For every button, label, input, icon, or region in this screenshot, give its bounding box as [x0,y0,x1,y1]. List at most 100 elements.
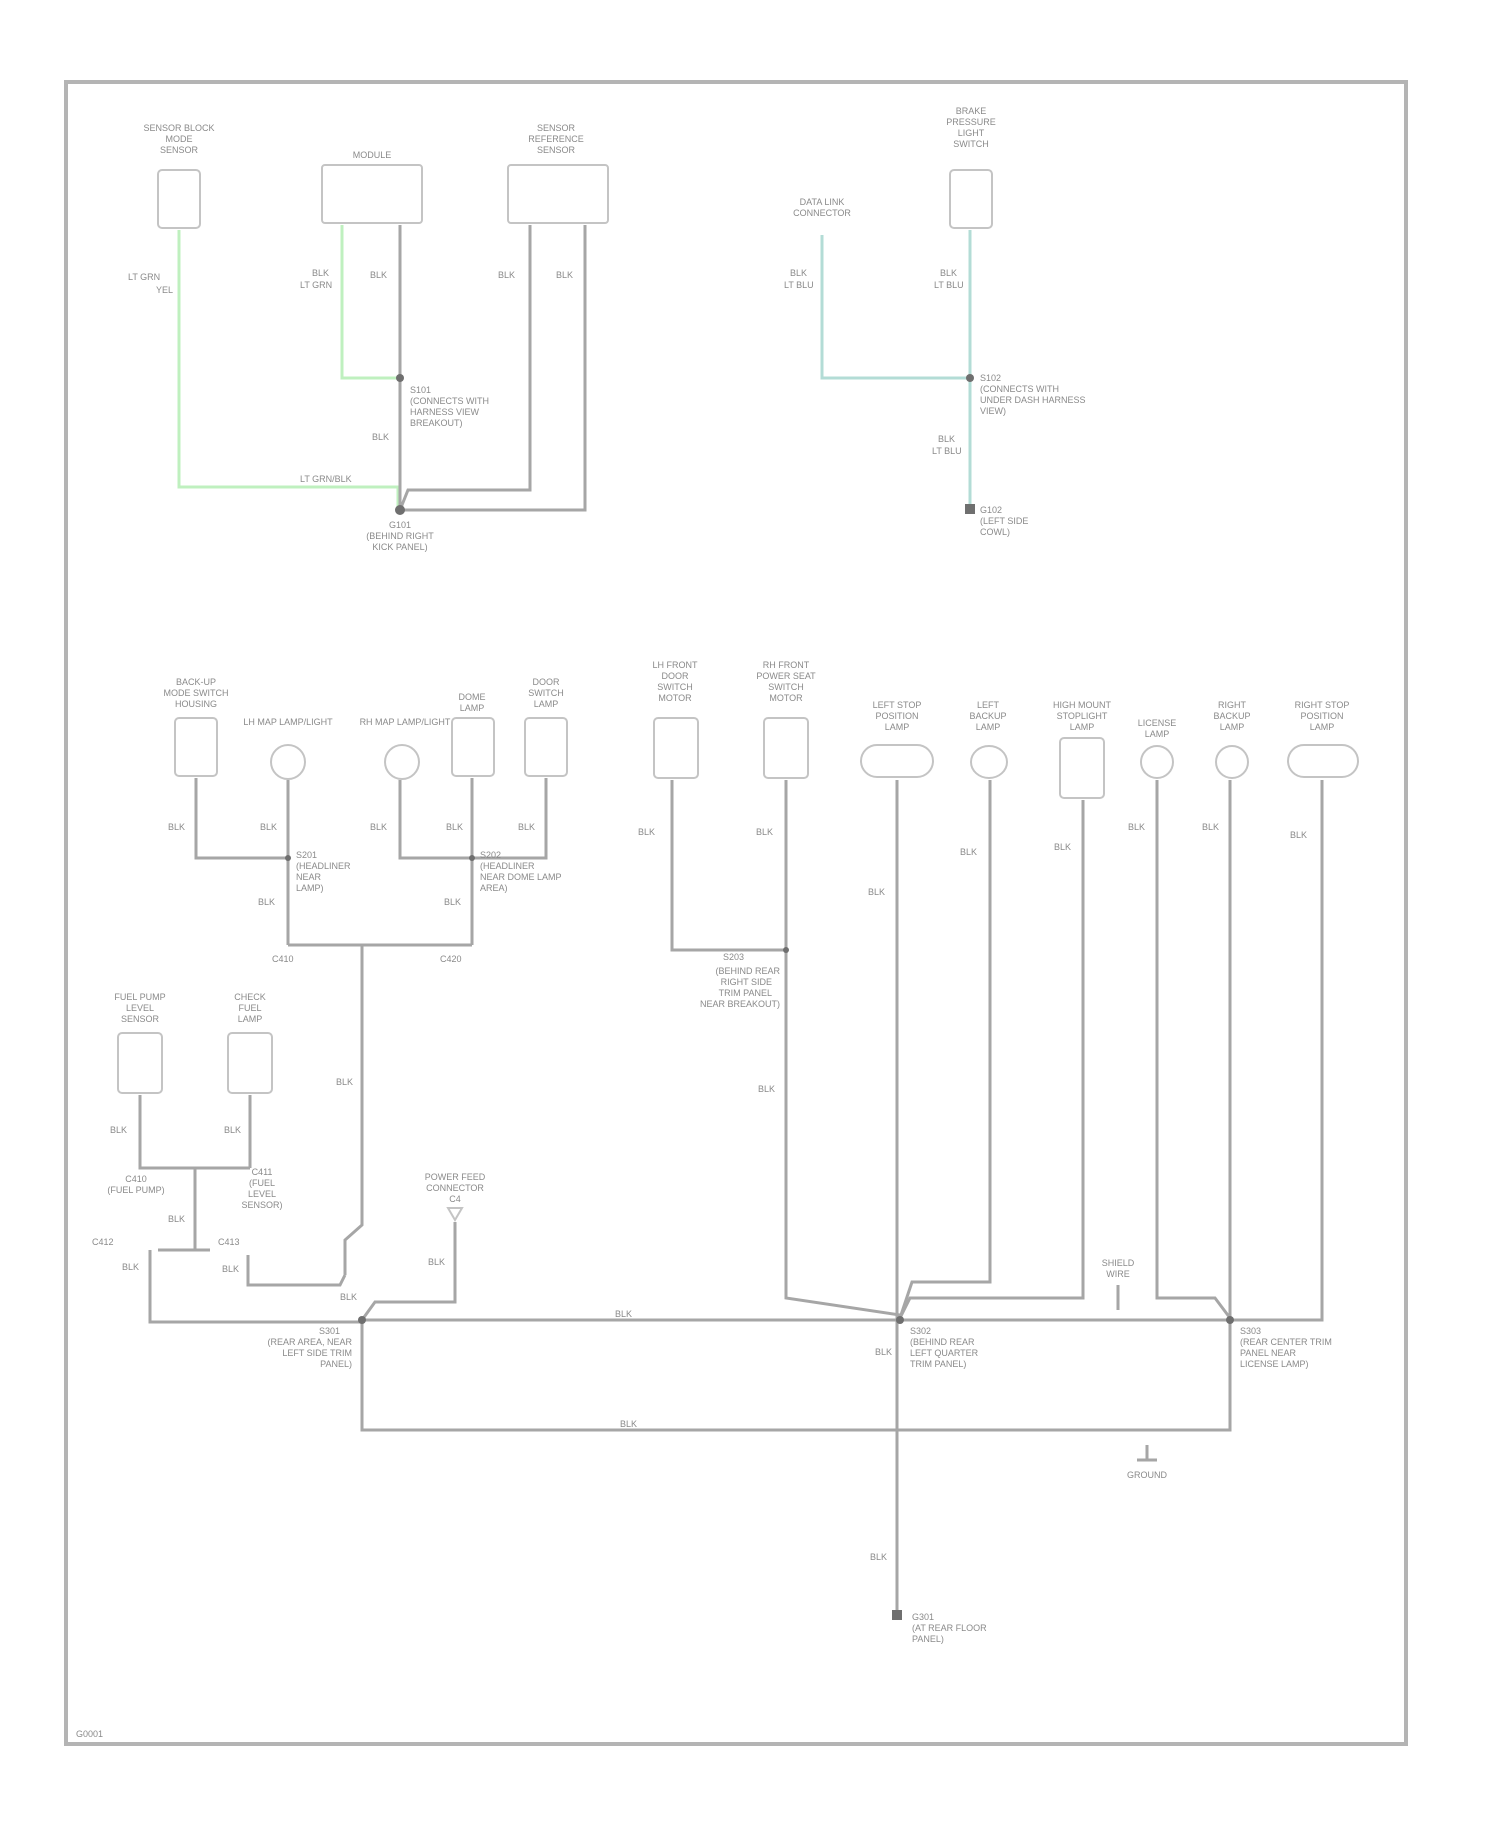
label-c1-l2: HOUSING [175,699,217,709]
label-splice-bl-l1: (REAR AREA, NEAR [267,1337,352,1347]
label-splice-bc: S302 (BEHIND REAR LEFT QUARTER TRIM PANE… [910,1326,979,1369]
label-splice-top-right-l0: S102 [980,373,1001,383]
wire-label-c1: BLK [168,822,185,832]
c8-lamp [861,745,933,777]
splice-dot-l1 [285,855,291,861]
label-top-module: MODULE [353,150,392,160]
label-ground-left-l0: G101 [389,520,411,530]
wire-c6 [672,780,786,950]
c14-connector [118,1033,162,1093]
c9-lamp [971,746,1007,778]
wire-label-pcm-left: BLK [498,270,515,280]
label-c6-l1: DOOR [662,671,690,681]
label-c-fuel-y: C413 [218,1237,240,1247]
label-c15: CHECK FUEL LAMP [234,992,266,1024]
wire-label-c14: BLK [110,1125,127,1135]
c3-bulb [385,745,419,779]
splice-dot-bc [896,1316,904,1324]
wire-label-c11: BLK [1128,822,1145,832]
wire-label-c8: BLK [868,887,885,897]
wire-label-fuel-a: BLK [122,1262,139,1272]
label-c6-l0: LH FRONT [653,660,699,670]
c11-lamp [1141,746,1173,778]
wire-label-c6: BLK [638,827,655,837]
splice-dot-l2 [469,855,475,861]
label-c14-l2: SENSOR [121,1014,160,1024]
label-splice-l1-l2: NEAR [296,872,322,882]
label-ground-left-l2: KICK PANEL) [372,542,427,552]
label-fuel-filler-l0: POWER FEED [425,1172,486,1182]
wire-label-main-top: BLK [372,432,389,442]
label-top-right-sensor-l1: PRESSURE [946,117,996,127]
label-top-pcm: SENSOR REFERENCE SENSOR [528,123,584,155]
c2-bulb [271,745,305,779]
label-top-pcm-l1: REFERENCE [528,134,584,144]
label-c-fuel-left: C410 (FUEL PUMP) [107,1174,164,1195]
label-ground-symbol: GROUND [1127,1470,1167,1480]
label-c7-l1: POWER SEAT [756,671,816,681]
label-c1-l1: MODE SWITCH [164,688,229,698]
wire-label-fuel-stub: BLK [340,1292,357,1302]
label-c4-l1: LAMP [460,703,485,713]
label-splice-top-right-l3: VIEW) [980,406,1006,416]
label-splice-l1-l0: S201 [296,850,317,860]
label-splice-bl-l2: LEFT SIDE TRIM [282,1348,352,1358]
label-splice-bc-l3: TRIM PANEL) [910,1359,966,1369]
wire-label-pcm-right: BLK [556,270,573,280]
c4-connector [452,718,494,776]
label-ground-bottom-l2: PANEL) [912,1634,944,1644]
label-c6: LH FRONT DOOR SWITCH MOTOR [653,660,699,703]
wire-label-module-left-a: BLK [312,268,329,278]
wire-label-c9: BLK [960,847,977,857]
label-splice-bl: S301 (REAR AREA, NEAR LEFT SIDE TRIM PAN… [267,1326,352,1369]
label-splice-module-l3: BREAKOUT) [410,418,463,428]
label-top-left-sensor-l0: SENSOR BLOCK [143,123,214,133]
wire-label-bus-2: BLK [620,1419,637,1429]
wire-label-top-left-a: LT GRN [128,272,160,282]
label-c8-l1: POSITION [875,711,918,721]
wire-c11 [1157,780,1230,1318]
wire-label-c12: BLK [1202,822,1219,832]
label-c3: RH MAP LAMP/LIGHT [360,717,451,727]
wire-label-fuel-bus: BLK [168,1214,185,1224]
label-c9: LEFT BACKUP LAMP [969,700,1006,732]
label-splice-br-l3: LICENSE LAMP) [1240,1359,1309,1369]
wire-c9 [900,780,990,1318]
brake-switch-box [950,170,992,228]
label-ground-bottom-l0: G301 [912,1612,934,1622]
wire-label-c4: BLK [446,822,463,832]
label-c-fuel-left-l0: C410 [125,1174,147,1184]
wire-fuel-b [248,1255,345,1285]
label-c-fuel-right-l3: SENSOR) [241,1200,282,1210]
wire-c3-branch [400,780,472,858]
pcm-connector-box [508,165,608,223]
label-splice-mid-l0: S203 [723,952,744,962]
wire-label-fuel-b: BLK [222,1264,239,1274]
label-splice-l1-l1: (HEADLINER [296,861,351,871]
label-splice-top-right-l1: (CONNECTS WITH [980,384,1059,394]
label-splice-l2: S202 (HEADLINER NEAR DOME LAMP AREA) [480,850,562,893]
label-splice-bc-l2: LEFT QUARTER [910,1348,979,1358]
label-c8-l2: LAMP [885,722,910,732]
label-c12-l0: RIGHT [1218,700,1247,710]
wire-fuel-feed [362,1222,455,1320]
label-splice-l1-l3: LAMP) [296,883,324,893]
label-ground-bottom-l1: (AT REAR FLOOR [912,1623,987,1633]
fuel-feed-terminal [448,1208,462,1220]
c15-connector [228,1033,272,1093]
label-c2: LH MAP LAMP/LIGHT [243,717,333,727]
label-c1: BACK-UP MODE SWITCH HOUSING [164,677,229,709]
label-c1-l0: BACK-UP [176,677,216,687]
label-splice-bl-l3: PANEL) [320,1359,352,1369]
label-ground-top-right-l0: G102 [980,505,1002,515]
wire-label-fuel-feed: BLK [428,1257,445,1267]
label-splice-mid-l3: TRIM PANEL [719,988,772,998]
label-splice-l1: S201 (HEADLINER NEAR LAMP) [296,850,351,893]
label-top-left-sensor-l1: MODE [166,134,193,144]
label-shield: SHIELD WIRE [1102,1258,1135,1279]
label-splice-br-l1: (REAR CENTER TRIM [1240,1337,1332,1347]
label-c10: HIGH MOUNT STOPLIGHT LAMP [1053,700,1111,732]
label-c4-l0: DOME [459,692,486,702]
wire-sensor-green [179,230,398,510]
wire-label-lamp-down: BLK [336,1077,353,1087]
